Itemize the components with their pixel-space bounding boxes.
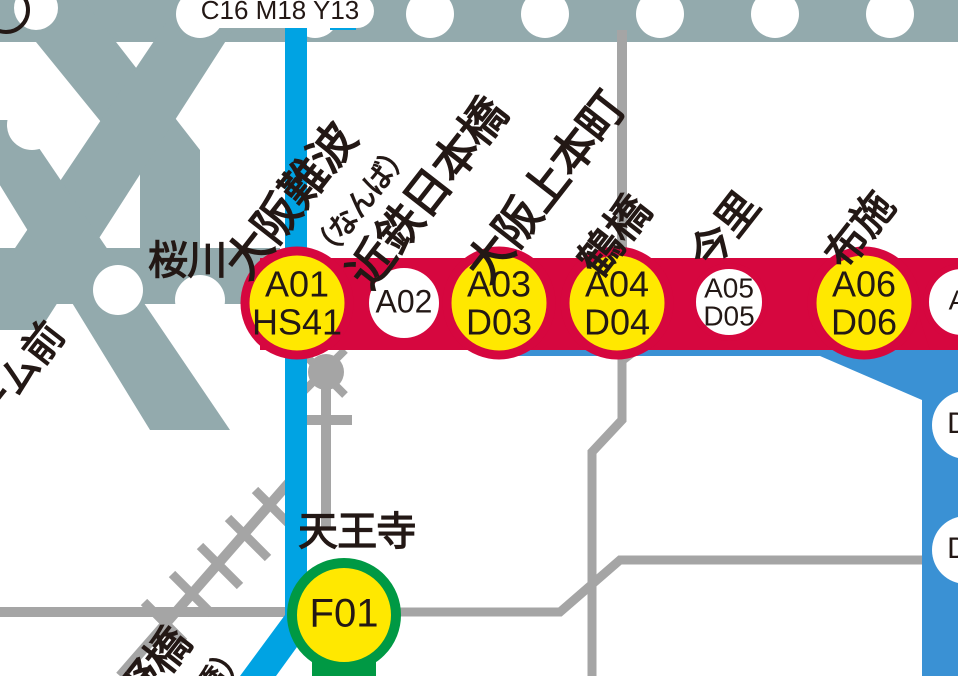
station-a05-code-2: D05 (703, 300, 754, 331)
station-d07-code: D (947, 407, 958, 440)
station-a03-code-2: D03 (466, 302, 532, 343)
station-a04-code-1: A04 (585, 264, 649, 305)
station-a05-code-1: A05 (704, 272, 754, 303)
station-a07-code: A (949, 284, 958, 315)
station-a03-code-1: A03 (467, 264, 531, 305)
station-a01-code-2: HS41 (252, 302, 342, 343)
station-d08-code: D (947, 532, 958, 565)
station-a06[interactable]: A06 D06 (807, 246, 921, 360)
jr-badge-label: C16 M18 Y13 (201, 0, 360, 25)
jr-dot-outline (0, 0, 30, 34)
station-a04[interactable]: A04 D04 (560, 246, 674, 360)
label-sakuragawa: 桜川 (148, 238, 227, 284)
station-a05[interactable]: A05 D05 (690, 263, 768, 341)
jr-loop-line (0, 0, 958, 430)
station-d08-clipped[interactable]: D (932, 516, 958, 584)
station-a01[interactable]: A01 HS41 (240, 246, 354, 360)
station-f01-code: F01 (310, 592, 379, 636)
label-tennoji: 天王寺 (298, 509, 416, 555)
station-a06-code-2: D06 (831, 302, 897, 343)
station-f01[interactable]: F01 (287, 558, 401, 672)
station-a03[interactable]: A03 D03 (442, 246, 556, 360)
station-a02-code-1: A02 (376, 283, 433, 319)
station-a02[interactable]: A02 (369, 268, 439, 338)
station-a04-code-2: D04 (584, 302, 650, 343)
jr-line-code-badge: C16 M18 Y13 (186, 0, 374, 28)
station-a07-clipped[interactable]: A (923, 263, 958, 341)
station-a01-code-1: A01 (265, 264, 329, 305)
station-a06-code-1: A06 (832, 264, 896, 305)
kintetsu-osaka-line (490, 310, 958, 676)
station-d07-clipped[interactable]: D (932, 391, 958, 459)
